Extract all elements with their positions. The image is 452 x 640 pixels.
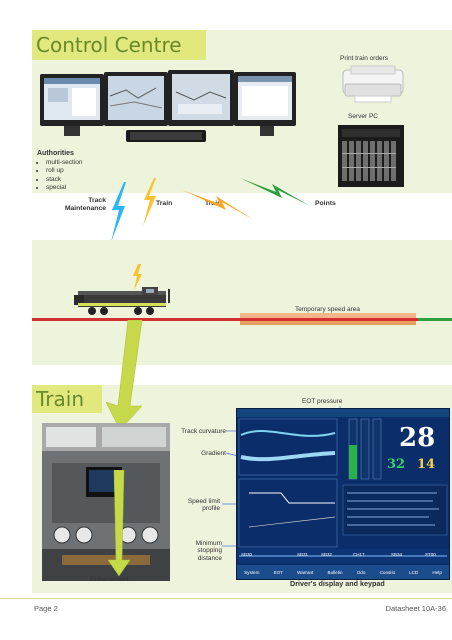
authority-item: multi-section	[46, 159, 82, 167]
temporary-speed-area-label: Temporary speed area	[295, 306, 361, 313]
control-workstations-image	[40, 70, 296, 142]
arrow-down-icon	[108, 470, 131, 576]
locomotive-image	[74, 287, 170, 315]
authority-item: stack	[46, 176, 82, 184]
track-line	[32, 318, 418, 321]
track-label: SB30	[241, 552, 253, 557]
authority-item: special	[46, 184, 82, 192]
track-label: SB32	[321, 552, 333, 557]
softkey-lcd[interactable]: LCD	[409, 569, 419, 575]
softkey-help[interactable]: Help	[432, 569, 442, 575]
printer-icon	[342, 65, 404, 103]
footer-rule	[0, 598, 452, 599]
softkey-system[interactable]: System	[244, 569, 260, 575]
authorities-heading: Authorities	[37, 150, 74, 157]
softkey-odo[interactable]: Odo	[356, 569, 366, 575]
lightning-bolt-icon	[111, 182, 126, 242]
speed-limit-profile-label: Speed limit profile	[187, 498, 220, 513]
points-label: Points	[315, 200, 336, 207]
control-centre-title: Control Centre	[32, 30, 206, 60]
track-line-green	[418, 318, 452, 321]
authority-item: roll up	[46, 167, 82, 175]
softkey-bar: System EOT Warrant Bulletin Odo Consist …	[237, 565, 449, 579]
track-label: SB31	[297, 552, 309, 557]
track-label: CH17	[353, 552, 365, 557]
cab-photo	[42, 423, 170, 581]
softkey-bulletin[interactable]: Bulletin	[327, 569, 343, 575]
minimum-stopping-distance-label: Minimum stopping distance	[195, 540, 222, 562]
lightning-bolt-icon	[182, 190, 254, 220]
arrow-down-icon	[105, 320, 143, 430]
track-label: SB34	[391, 552, 403, 557]
printer-label: Print train orders	[340, 55, 389, 62]
temporary-speed-area-bar	[240, 313, 416, 318]
lightning-bolt-icon	[143, 178, 156, 226]
temporary-speed-area-bar-lower	[240, 321, 416, 325]
track-maintenance-label: Track Maintenance	[64, 197, 106, 212]
page-number: Page 2	[34, 604, 58, 613]
train-label-1: Train	[156, 200, 173, 207]
train-title: Train	[32, 385, 102, 413]
datasheet-label: Datasheet 10A-36	[385, 604, 446, 613]
server-rack-image	[338, 125, 404, 187]
display-caption: Driver's display and keypad	[290, 579, 385, 588]
softkey-eot[interactable]: EOT	[273, 569, 284, 575]
speed-readout: 28	[399, 423, 436, 453]
server-label: Server PC	[348, 113, 378, 120]
drivers-display: 28 32 14 SB30 SB31 SB32 CH17 SB34 ST00 S…	[236, 408, 450, 580]
speed-small-left: 32	[387, 457, 406, 472]
softkey-consist[interactable]: Consist	[379, 569, 395, 575]
track-label: ST00	[425, 552, 436, 557]
softkey-warrant[interactable]: Warrant	[297, 569, 314, 575]
enforcement-label: Enforcement	[90, 576, 129, 583]
speed-small-right: 14	[417, 457, 436, 472]
lightning-bolt-icon	[240, 178, 310, 206]
eot-pressure-label: EOT pressure	[302, 398, 343, 405]
track-curvature-label: Track curvature	[181, 428, 226, 435]
gradient-label: Gradient	[201, 450, 226, 457]
antenna-icon	[133, 264, 142, 290]
authorities-list: multi-section roll up stack special	[37, 159, 82, 192]
